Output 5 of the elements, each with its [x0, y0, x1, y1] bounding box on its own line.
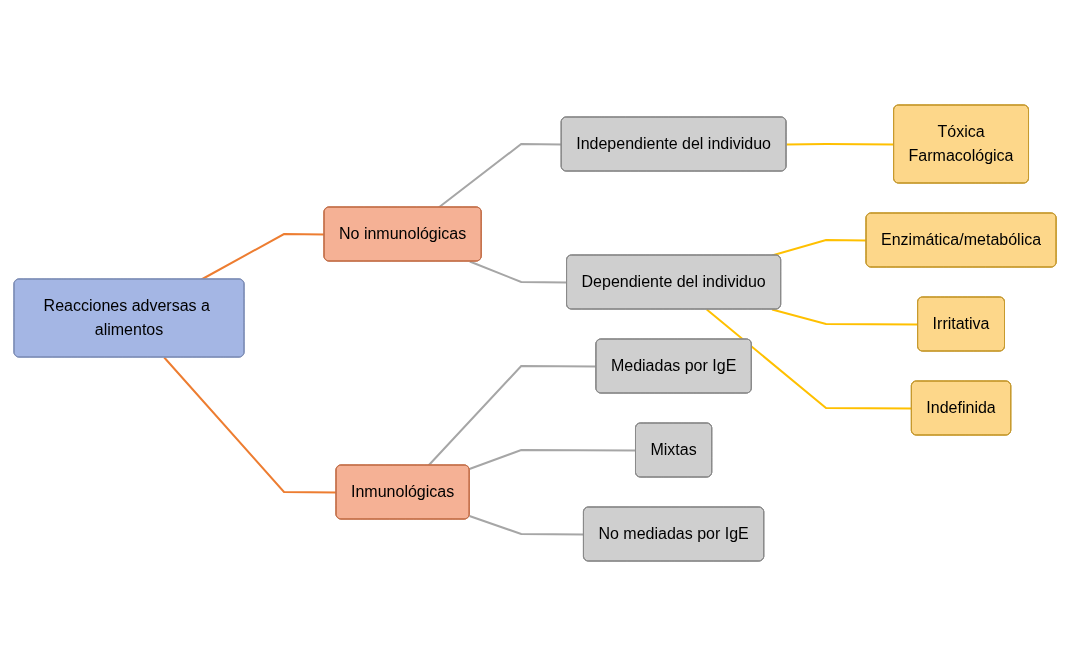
connector	[468, 449, 637, 470]
connector	[437, 143, 563, 209]
connector	[468, 260, 568, 284]
connector	[705, 308, 913, 410]
connector	[468, 515, 585, 536]
